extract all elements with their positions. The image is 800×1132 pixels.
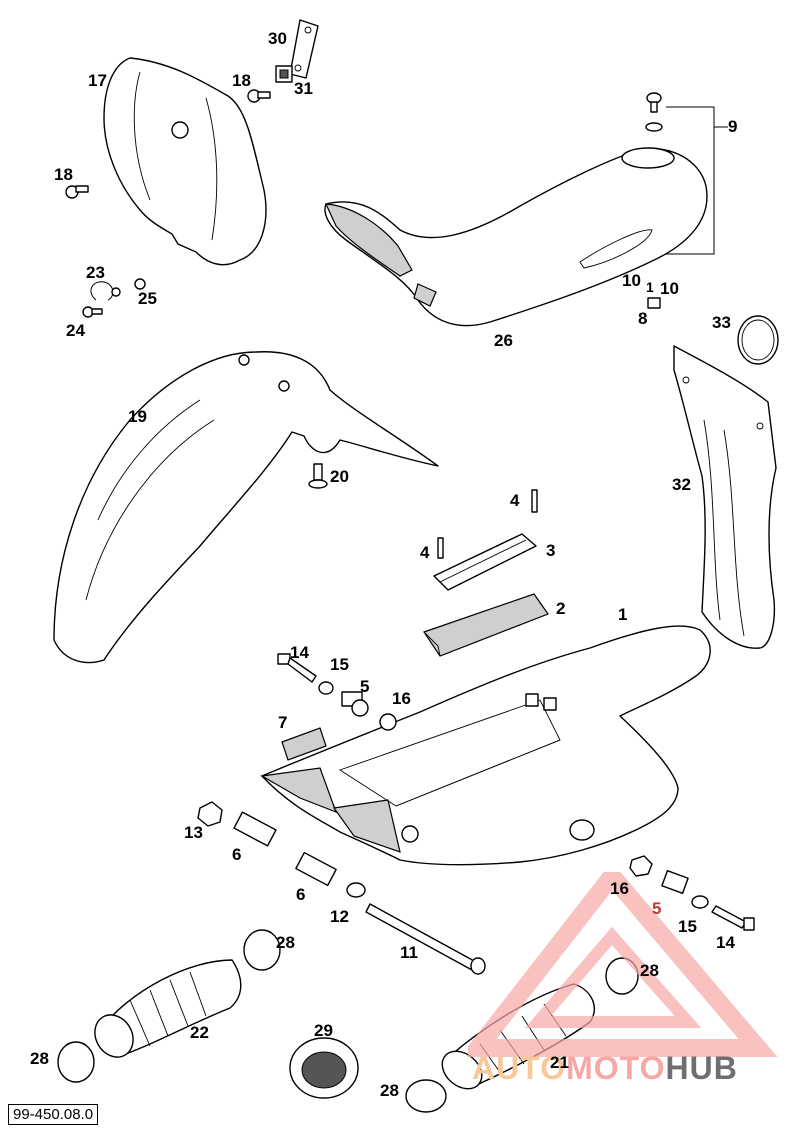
screw-18-upper xyxy=(247,89,271,103)
seat-part xyxy=(324,147,708,327)
right-mount-hardware xyxy=(629,855,755,931)
callout-28-lower-left: 28 xyxy=(30,1049,49,1068)
callout-10-left: 10 xyxy=(622,271,641,290)
callout-26: 26 xyxy=(494,331,513,350)
callout-14-upper: 14 xyxy=(290,643,309,662)
ring-clamp-part xyxy=(737,315,779,365)
callout-9: 9 xyxy=(728,117,738,136)
callout-32: 32 xyxy=(672,475,691,494)
callout-5-upper: 5 xyxy=(360,677,370,696)
callout-7: 7 xyxy=(278,713,288,732)
callout-3: 3 xyxy=(546,541,556,560)
callout-20: 20 xyxy=(330,467,349,486)
callout-10-right: 10 xyxy=(660,279,679,298)
callout-30: 30 xyxy=(268,29,287,48)
watermark-brand-hub: HUB xyxy=(665,1050,738,1086)
callout-29: 29 xyxy=(314,1021,333,1040)
upper-mount-hardware xyxy=(277,653,397,731)
intake-boot-21 xyxy=(441,983,595,1090)
callout-4-lower: 4 xyxy=(420,543,430,562)
callout-6-right: 6 xyxy=(296,885,306,904)
callout-11: 11 xyxy=(400,943,418,962)
callout-12: 12 xyxy=(330,907,349,926)
callout-22: 22 xyxy=(190,1023,209,1042)
callout-18-lower: 18 xyxy=(54,165,73,184)
watermark-logo xyxy=(468,872,778,1057)
intake-boot-22 xyxy=(94,959,242,1058)
callout-14-lower: 14 xyxy=(716,933,735,952)
callout-4-upper: 4 xyxy=(510,491,520,510)
callout-15-upper: 15 xyxy=(330,655,349,674)
callout-31: 31 xyxy=(294,79,313,98)
callout-33: 33 xyxy=(712,313,731,332)
callout-10-mid: 1 xyxy=(646,279,654,295)
strap-23-24-25 xyxy=(82,278,146,318)
callout-1: 1 xyxy=(618,605,628,624)
callout-16-lower: 16 xyxy=(610,879,629,898)
screw-20 xyxy=(308,463,328,489)
watermark-brand-moto: MOTO xyxy=(566,1050,666,1086)
watermark-text: AUTOMOTOHUB xyxy=(472,1052,738,1084)
air-filter-pad-part xyxy=(423,593,549,657)
callout-8: 8 xyxy=(638,309,648,328)
callout-28-upper-left: 28 xyxy=(276,933,295,952)
airbox-fender-part xyxy=(260,625,711,866)
rubber-ring-29 xyxy=(289,1037,359,1099)
hose-clamps-28 xyxy=(57,929,639,1113)
cover-plate-part xyxy=(433,489,538,591)
watermark-triangle-inner xyxy=(524,926,702,1028)
callout-13: 13 xyxy=(184,823,203,842)
watermark-triangle-outer xyxy=(468,872,778,1057)
callout-23: 23 xyxy=(86,263,105,282)
callout-6-left: 6 xyxy=(232,845,242,864)
callout-28-right: 28 xyxy=(640,961,659,980)
sticker-7 xyxy=(281,727,327,761)
number-plate-part xyxy=(103,57,267,266)
lower-mount-hardware xyxy=(197,801,486,975)
callout-25: 25 xyxy=(138,289,157,308)
document-code: 99-450.08.0 xyxy=(8,1104,99,1125)
front-fender-part xyxy=(53,351,439,664)
callout-18-upper: 18 xyxy=(232,71,251,90)
callout-5-lower: 5 xyxy=(652,899,662,918)
callout-28-bottom: 28 xyxy=(380,1081,399,1100)
callout-16-upper: 16 xyxy=(392,689,411,708)
callout-24: 24 xyxy=(66,321,85,340)
screw-18-lower xyxy=(65,185,89,199)
callout-15-lower: 15 xyxy=(678,917,697,936)
callout-21: 21 xyxy=(550,1053,569,1072)
callout-17: 17 xyxy=(88,71,107,90)
bracket-part xyxy=(275,19,319,83)
callout-19: 19 xyxy=(128,407,147,426)
mud-flap-part xyxy=(673,345,777,649)
watermark-brand-auto: AUTO xyxy=(472,1050,567,1086)
callout-2: 2 xyxy=(556,599,566,618)
